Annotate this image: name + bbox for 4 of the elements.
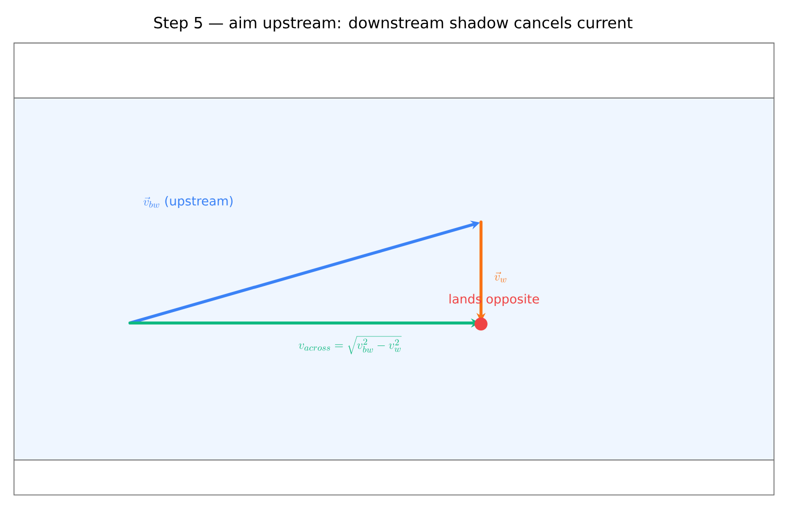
formula-label: $v_{across} = \sqrt{v_{bw}^2 - v_w^2}$	[298, 336, 402, 354]
vector-label: $\vec{v}_w$	[494, 272, 506, 282]
vector-label: $\vec{v}_{bw}$ (upstream)	[144, 196, 233, 208]
title: Step 5 — aim upstream: downstream shadow cancels current	[154, 16, 632, 32]
